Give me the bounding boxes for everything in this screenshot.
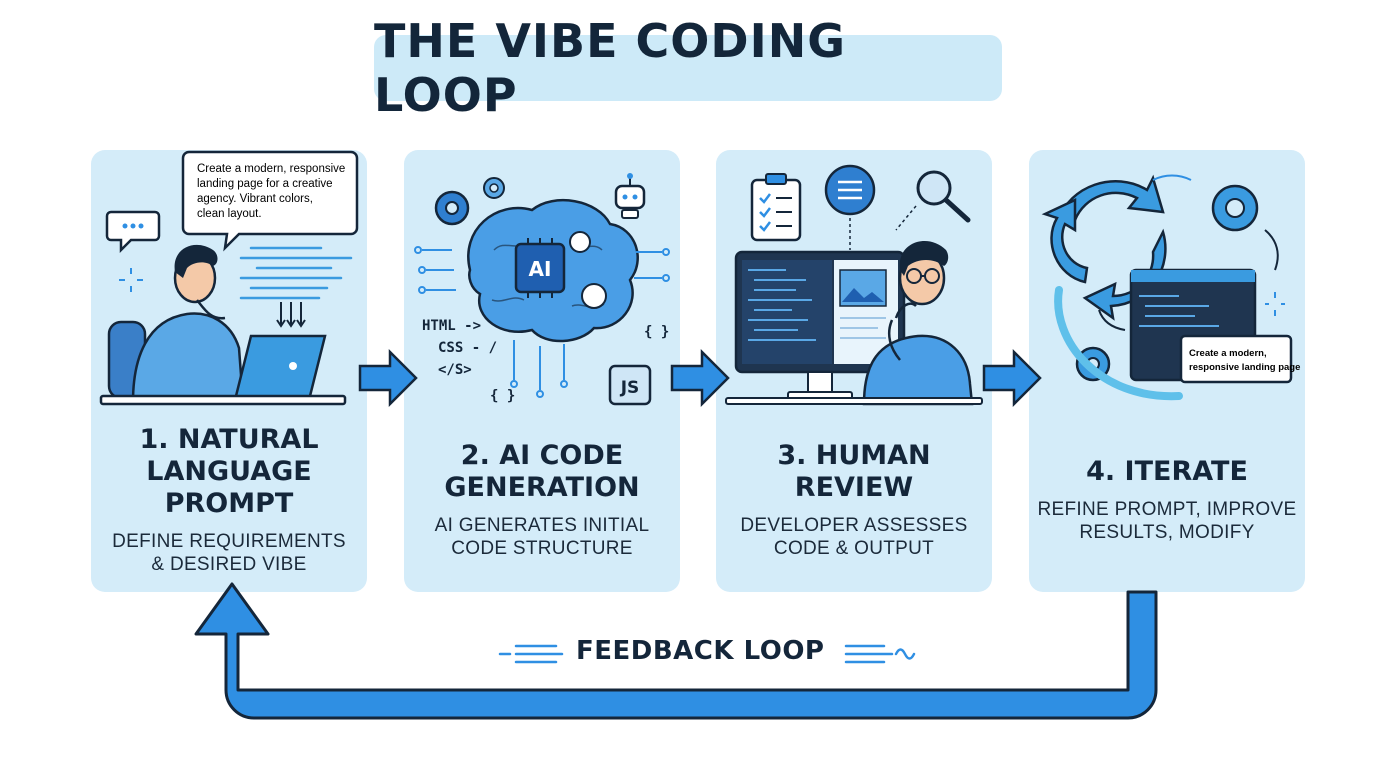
html-label: HTML -> <box>422 318 481 334</box>
desk <box>99 394 347 406</box>
popup-line-1: Create a modern, <box>1189 348 1267 359</box>
chat-icon <box>105 210 161 254</box>
step-3-desc-line-2: CODE & OUTPUT <box>773 538 935 559</box>
step-3-text: 3. HUMAN REVIEW DEVELOPER ASSESSES CODE … <box>722 420 986 580</box>
brain-gear-2-icon <box>581 283 607 309</box>
feedback-loop-label: FEEDBACK LOOP <box>576 636 825 666</box>
step-2-text: 2. AI CODE GENERATION AI GENERATES INITI… <box>410 420 674 580</box>
developer-body <box>862 334 974 406</box>
ai-chip-label: AI <box>529 257 552 281</box>
step-1-title-line-3: PROMPT <box>164 488 294 519</box>
list-icon <box>824 164 876 216</box>
js-badge-label: JS <box>620 378 640 398</box>
input-arrows <box>276 302 306 328</box>
step-2-title-line-1: 2. AI CODE <box>460 440 624 471</box>
feedback-decoration-left <box>498 644 564 664</box>
prompt-text-lines <box>239 246 353 300</box>
step-1-desc-line-2: & DESIRED VIBE <box>151 554 307 575</box>
js-badge <box>608 364 652 406</box>
sparkle-icon <box>119 268 143 292</box>
person-laptop-illustration: Create a modern, responsive landing page… <box>99 150 359 406</box>
step-4-title: 4. ITERATE <box>1086 456 1248 488</box>
step-2-title-line-2: GENERATION <box>444 472 640 503</box>
step-card-1: Create a modern, responsive landing page… <box>91 150 367 592</box>
step-3-title-line-2: REVIEW <box>794 472 914 503</box>
step-2-description: AI GENERATES INITIAL CODE STRUCTURE <box>435 514 650 560</box>
step-3-title-line-1: 3. HUMAN <box>777 440 931 471</box>
step-1-title: 1. NATURAL LANGUAGE PROMPT <box>139 424 318 520</box>
tag-label: </S> <box>438 362 472 378</box>
clipboard-checklist-icon <box>750 173 802 242</box>
step-card-4: Create a modern, responsive landing page… <box>1029 150 1305 592</box>
step-2-title: 2. AI CODE GENERATION <box>444 440 639 504</box>
page-title: THE VIBE CODING LOOP <box>374 14 846 122</box>
arrow-step-3-to-4 <box>982 348 1042 408</box>
bubble-line-4: clean layout. <box>197 208 262 220</box>
prompt-speech-bubble: Create a modern, responsive landing page… <box>181 150 359 252</box>
step-1-text: 1. NATURAL LANGUAGE PROMPT DEFINE REQUIR… <box>97 420 361 580</box>
circuit-lines <box>414 246 670 398</box>
small-gear-icon <box>483 177 505 199</box>
step-card-3: 3. HUMAN REVIEW DEVELOPER ASSESSES CODE … <box>716 150 992 592</box>
step-4-description: REFINE PROMPT, IMPROVE RESULTS, MODIFY <box>1038 498 1297 544</box>
step-1-description: DEFINE REQUIREMENTS & DESIRED VIBE <box>112 530 346 576</box>
gear-icon <box>1211 184 1259 232</box>
bubble-line-2: landing page for a creative <box>197 178 333 190</box>
desk-line <box>725 397 983 405</box>
step-3-title: 3. HUMAN REVIEW <box>777 440 930 504</box>
step-4-title-line-1: 4. ITERATE <box>1086 456 1248 487</box>
step-4-text: 4. ITERATE REFINE PROMPT, IMPROVE RESULT… <box>1035 420 1299 580</box>
step-1-title-line-2: LANGUAGE <box>146 456 312 487</box>
bubble-line-3: agency. Vibrant colors, <box>197 193 313 205</box>
bubble-line-1: Create a modern, responsive <box>197 163 345 175</box>
step-card-2: AI HTML -> CSS - / </S> { } { } <box>404 150 680 592</box>
person-hair <box>174 244 218 278</box>
person-body <box>131 312 245 404</box>
title-banner: THE VIBE CODING LOOP <box>374 14 1002 122</box>
developer-hair <box>899 240 949 276</box>
arrow-step-2-to-3 <box>670 348 730 408</box>
braces-label-bottom: { } <box>490 388 515 404</box>
popup-line-2: responsive landing page <box>1189 362 1300 373</box>
step-3-description: DEVELOPER ASSESSES CODE & OUTPUT <box>740 514 967 560</box>
step-4-desc-line-2: RESULTS, MODIFY <box>1079 522 1255 543</box>
step-2-desc-line-1: AI GENERATES INITIAL <box>434 515 650 536</box>
monitor <box>734 250 906 401</box>
prompt-popup: Create a modern, responsive landing page <box>1179 334 1300 384</box>
braces-label-right: { } <box>644 324 669 340</box>
gear-icon <box>434 190 470 226</box>
ai-brain-illustration: AI HTML -> CSS - / </S> { } { } <box>414 173 670 406</box>
developer-review-illustration <box>725 164 983 406</box>
sparkle-icon <box>1265 292 1285 316</box>
step-3-desc-line-1: DEVELOPER ASSESSES <box>740 515 968 536</box>
glasses-icon <box>906 268 940 284</box>
feedback-decoration-right <box>844 644 916 664</box>
robot-icon <box>614 173 646 219</box>
step-1-title-line-1: 1. NATURAL <box>139 424 319 455</box>
magnifier-icon <box>916 170 971 223</box>
step-4-desc-line-1: REFINE PROMPT, IMPROVE <box>1037 499 1297 520</box>
step-1-desc-line-1: DEFINE REQUIREMENTS <box>112 531 346 552</box>
css-label: CSS - / <box>438 340 497 356</box>
arrow-step-1-to-2 <box>358 348 418 408</box>
iterate-illustration: Create a modern, responsive landing page <box>1041 174 1300 401</box>
brain-gear-icon <box>569 231 591 253</box>
step-2-desc-line-2: CODE STRUCTURE <box>451 538 633 559</box>
